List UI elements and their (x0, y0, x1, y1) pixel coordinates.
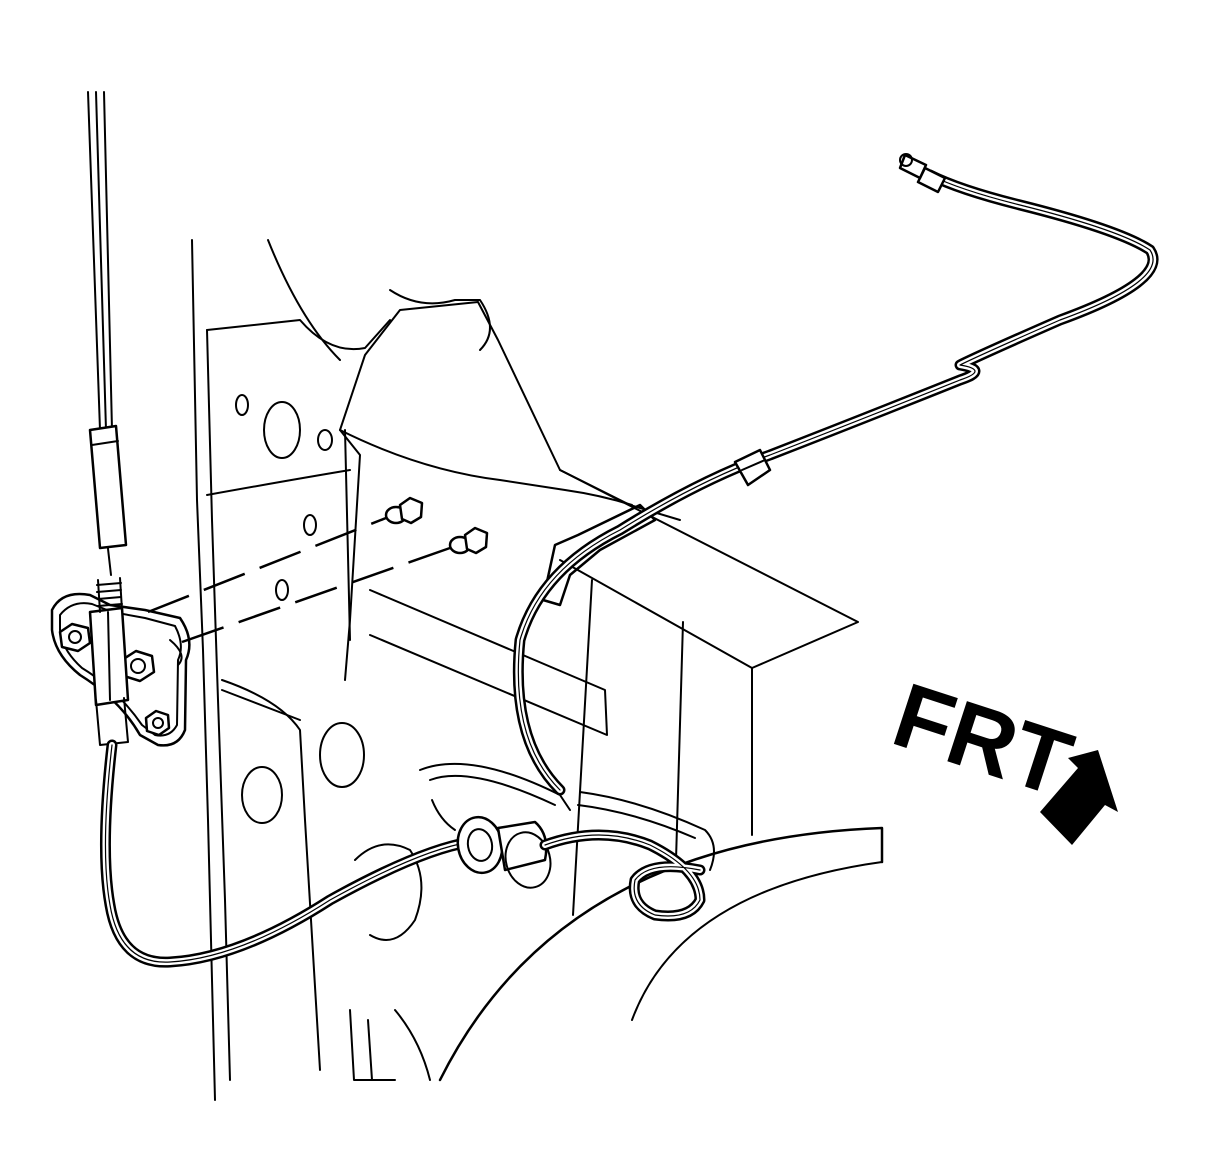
cable-grommet (456, 815, 552, 889)
mounting-bolt-left (58, 622, 92, 653)
rear-cable-left (99, 739, 476, 968)
arrow-down-right-icon (1040, 750, 1118, 845)
front-direction-indicator: FRT (882, 664, 1118, 845)
rear-cable-upper-route (512, 153, 1159, 796)
panel-holes (235, 394, 423, 941)
exploded-view-lines (147, 516, 451, 644)
cable-equalizer (88, 577, 183, 746)
fastener-nut-upper (384, 496, 424, 525)
front-direction-label: FRT (882, 664, 1084, 816)
wheel-well-arc (438, 826, 884, 1082)
fastener-nut-lower (448, 526, 489, 555)
front-cable-upper (87, 91, 128, 576)
mounting-nut-bottom (144, 709, 171, 737)
body-panel-structure (191, 239, 859, 1101)
rear-cable-right-loop (419, 762, 715, 922)
